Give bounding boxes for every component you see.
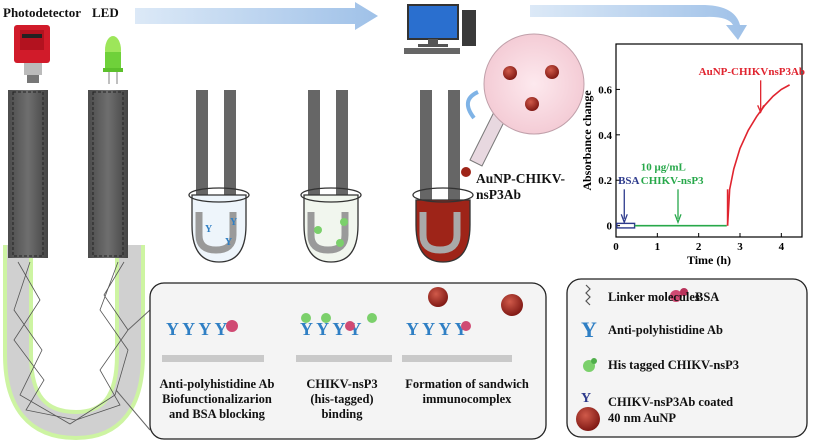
- annotation-aunp: AuNP-CHIKVnsP3Ab: [699, 66, 805, 78]
- legend-his-tagged-label: His tagged CHIKV-nsP3: [608, 358, 740, 372]
- svg-text:Y: Y: [581, 391, 591, 406]
- x-tick-label-3: 3: [737, 241, 743, 253]
- legend-bsa-label: BSA: [695, 290, 720, 304]
- annotation-bsa-arrowhead: [620, 214, 628, 225]
- legend-antibody-label: Anti-polyhistidine Ab: [608, 323, 723, 337]
- photodetector-icon: [14, 25, 50, 83]
- svg-text:Y: Y: [225, 237, 233, 248]
- aunp-reagent-label-line1: AuNP-CHIKV-: [476, 171, 565, 186]
- x-tick-label-0: 0: [613, 241, 619, 253]
- plot-frame: [615, 43, 803, 238]
- surface-step-1: Y Y Y Y: [162, 319, 264, 362]
- legend-panel: [566, 278, 808, 438]
- computer-icon: [404, 4, 476, 54]
- x-tick-label-4: 4: [779, 241, 785, 253]
- legend-antibody-icon: Y: [581, 317, 597, 342]
- surface-step-2: Y Y Y Y: [296, 313, 392, 362]
- legend-aunp-icon: Y: [576, 391, 600, 431]
- annotation-aunp-arrowhead: [757, 105, 765, 114]
- y-tick-label-1: 0.2: [598, 175, 612, 187]
- photodetector-label: Photodetector: [3, 5, 81, 20]
- y-tick-label-3: 0.6: [598, 84, 612, 96]
- x-tick-label-1: 1: [655, 241, 661, 253]
- legend-linker-icon: [585, 284, 591, 306]
- annotation-bsa: BSA: [618, 175, 639, 187]
- legend-his-tagged-icon: [583, 358, 597, 372]
- legend-aunp-label-line1: CHIKV-nsP3Ab coated: [608, 395, 734, 409]
- legend-aunp-label-line2: 40 nm AuNP: [608, 411, 677, 425]
- flow-arrow-1: [135, 2, 378, 30]
- tube-aunp: [412, 90, 474, 263]
- x-axis-label: Time (h): [687, 253, 731, 267]
- y-tick-label-2: 0.4: [598, 130, 612, 142]
- u-fiber-probe: [2, 90, 145, 441]
- tube-chikv-nsp3: [300, 90, 362, 263]
- legend-linker-label: Linker molecules: [608, 290, 700, 304]
- annotation-nsp3-arrowhead: [674, 214, 682, 225]
- led-label: LED: [92, 5, 119, 20]
- step-caption-2: CHIKV-nsP3(his-tagged)binding: [306, 377, 378, 421]
- svg-text:Y: Y: [230, 217, 238, 228]
- legend-bsa-icon: [670, 288, 688, 302]
- led-icon: [103, 36, 123, 84]
- surface-step-3: Y Y Y Y: [402, 287, 523, 362]
- series-bsa-line: [616, 222, 636, 229]
- y-tick-label-0: 0: [607, 221, 613, 233]
- svg-text:Y Y Y Y: Y Y Y Y: [166, 319, 228, 339]
- aunp-reagent-label-line2: nsP3Ab: [476, 187, 522, 202]
- flow-arrow-2: [530, 5, 747, 40]
- tube-bsa: Y Y Y: [188, 90, 250, 263]
- svg-text:Y: Y: [581, 317, 597, 342]
- svg-text:Y: Y: [205, 224, 213, 235]
- svg-text:Y Y Y Y: Y Y Y Y: [406, 319, 468, 339]
- series-line-2: [726, 84, 790, 226]
- annotation-nsp3-line2: CHIKV-nsP3: [641, 175, 704, 187]
- nanoparticle-zoom-bubble: [483, 33, 585, 135]
- annotation-nsp3-line1: 10 μg/mL: [641, 162, 686, 174]
- y-axis-label: Absorbance change: [580, 90, 594, 191]
- x-tick-label-2: 2: [696, 241, 702, 253]
